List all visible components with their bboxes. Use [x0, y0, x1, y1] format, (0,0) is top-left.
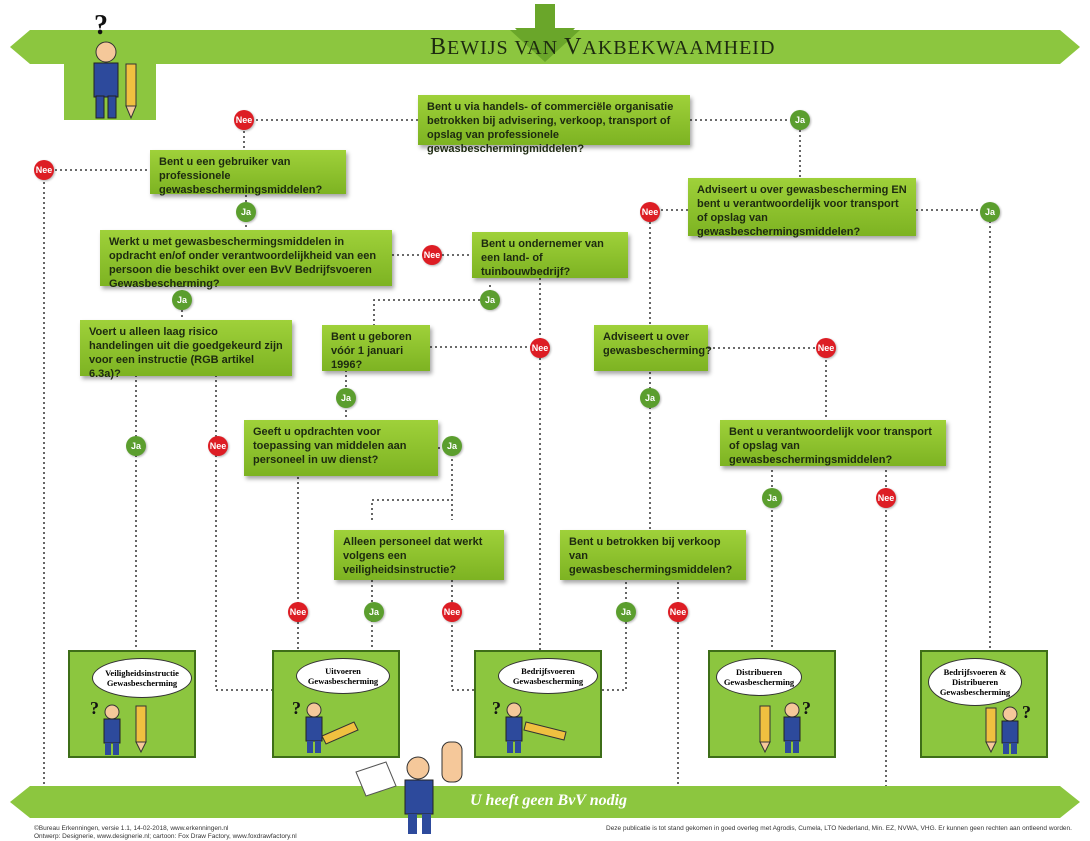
ja-badge: Ja — [762, 488, 782, 508]
nee-badge: Nee — [668, 602, 688, 622]
cartoon-man-with-pencil: ? — [985, 702, 1031, 754]
cartoon-man-with-pencil: ? — [292, 698, 359, 753]
nee-badge: Nee — [442, 602, 462, 622]
question-involved-in-sales: Bent u betrokken bij verkoop van gewasbe… — [560, 530, 746, 580]
page-title: BEWIJS VAN VAKBEKWAAMHEID — [430, 34, 776, 60]
result-label: Bedrijfsvoeren & Distribueren Gewasbesch… — [939, 667, 1011, 697]
nee-badge: Nee — [234, 110, 254, 130]
result-speech-bubble: Uitvoeren Gewasbescherming — [296, 658, 390, 694]
question-responsible-transport-storage: Bent u verantwoordelijk voor transport o… — [720, 420, 946, 466]
nee-badge: Nee — [288, 602, 308, 622]
nee-badge: Nee — [530, 338, 550, 358]
question-text: Geeft u opdrachten voor toepassing van m… — [253, 426, 407, 466]
result-bedrijfsvoeren-distribueren: Bedrijfsvoeren & Distribueren Gewasbesch… — [920, 650, 1048, 758]
result-veiligheidsinstructie: Veiligheidsinstructie Gewasbescherming ? — [68, 650, 196, 758]
ja-badge: Ja — [442, 436, 462, 456]
ja-badge: Ja — [364, 602, 384, 622]
question-text: Bent u ondernemer van een land- of tuinb… — [481, 238, 604, 278]
no-bvv-needed-label: U heeft geen BvV nodig — [470, 792, 628, 809]
cartoon-man-with-pencil: ? — [759, 698, 811, 754]
svg-text:?: ? — [1022, 702, 1031, 722]
nee-badge: Nee — [640, 202, 660, 222]
question-professional-user: Bent u een gebruiker van professionele g… — [150, 150, 346, 196]
ja-badge: Ja — [640, 388, 660, 408]
thinking-man-cartoon: ? — [93, 10, 137, 120]
result-label: Distribueren Gewasbescherming — [723, 667, 795, 687]
svg-text:?: ? — [94, 10, 108, 41]
question-text: Bent u een gebruiker van professionele g… — [159, 156, 323, 196]
svg-text:?: ? — [90, 698, 99, 718]
svg-text:?: ? — [492, 698, 501, 718]
nee-badge: Nee — [208, 436, 228, 456]
result-speech-bubble: Bedrijfsvoeren & Distribueren Gewasbesch… — [928, 658, 1022, 706]
footer-credits: ©Bureau Erkenningen, versie 1.1, 14-02-2… — [34, 825, 297, 841]
footer-disclaimer: Deze publicatie is tot stand gekomen in … — [606, 825, 1072, 832]
question-text: Voert u alleen laag risico handelingen u… — [89, 326, 283, 380]
cartoon-man-with-pencil: ? — [90, 698, 147, 755]
ja-badge: Ja — [480, 290, 500, 310]
svg-text:?: ? — [292, 698, 301, 718]
result-uitvoeren: Uitvoeren Gewasbescherming ? — [272, 650, 400, 758]
ja-badge: Ja — [126, 436, 146, 456]
question-text: Adviseert u over gewasbescherming EN ben… — [697, 184, 907, 238]
ja-badge: Ja — [172, 290, 192, 310]
ja-badge: Ja — [336, 388, 356, 408]
ja-badge: Ja — [980, 202, 1000, 222]
pointing-man-cartoon — [355, 741, 463, 834]
question-advise-and-transport: Adviseert u over gewasbescherming EN ben… — [688, 178, 916, 238]
question-born-before-1996: Bent u geboren vóór 1 januari 1996? — [322, 325, 430, 371]
question-text: Alleen personeel dat werkt volgens een v… — [343, 536, 483, 576]
title-banner — [10, 4, 1080, 64]
ja-badge: Ja — [616, 602, 636, 622]
cartoon-man-with-pencil: ? — [492, 698, 567, 753]
question-text: Bent u verantwoordelijk voor transport o… — [729, 426, 932, 466]
nee-badge: Nee — [422, 245, 442, 265]
bottom-banner — [10, 786, 1080, 818]
result-label: Bedrijfsvoeren Gewasbescherming — [512, 666, 584, 686]
question-work-under-bvv-holder: Werkt u met gewasbeschermingsmiddelen in… — [100, 230, 392, 290]
footer-credit-line: ©Bureau Erkenningen, versie 1.1, 14-02-2… — [34, 825, 229, 832]
question-safety-instruction-staff: Alleen personeel dat werkt volgens een v… — [334, 530, 504, 580]
nee-badge: Nee — [876, 488, 896, 508]
result-distribueren: Distribueren Gewasbescherming ? — [708, 650, 836, 758]
question-commercial-organisation: Bent u via handels- of commerciële organ… — [418, 95, 690, 155]
ja-badge: Ja — [236, 202, 256, 222]
svg-text:?: ? — [802, 698, 811, 718]
result-bedrijfsvoeren: Bedrijfsvoeren Gewasbescherming ? — [474, 650, 602, 758]
nee-badge: Nee — [816, 338, 836, 358]
result-speech-bubble: Distribueren Gewasbescherming — [716, 658, 802, 696]
question-text: Bent u geboren vóór 1 januari 1996? — [331, 331, 412, 371]
result-speech-bubble: Bedrijfsvoeren Gewasbescherming — [498, 658, 598, 694]
result-speech-bubble: Veiligheidsinstructie Gewasbescherming — [92, 658, 192, 698]
question-advise-gewasbescherming: Adviseert u over gewasbescherming? — [594, 325, 712, 371]
question-text: Bent u via handels- of commerciële organ… — [427, 101, 674, 155]
question-entrepreneur: Bent u ondernemer van een land- of tuinb… — [472, 232, 628, 278]
footer-credit-line: Ontwerp: Designerie, www.designerie.nl; … — [34, 833, 297, 840]
question-text: Adviseert u over gewasbescherming? — [603, 331, 712, 357]
ja-badge: Ja — [790, 110, 810, 130]
nee-badge: Nee — [34, 160, 54, 180]
question-give-instructions-to-staff: Geeft u opdrachten voor toepassing van m… — [244, 420, 438, 476]
question-text: Bent u betrokken bij verkoop van gewasbe… — [569, 536, 733, 576]
result-label: Uitvoeren Gewasbescherming — [307, 666, 379, 686]
question-text: Werkt u met gewasbeschermingsmiddelen in… — [109, 236, 377, 290]
question-low-risk-actions: Voert u alleen laag risico handelingen u… — [80, 320, 292, 380]
result-label: Veiligheidsinstructie Gewasbescherming — [105, 668, 179, 688]
